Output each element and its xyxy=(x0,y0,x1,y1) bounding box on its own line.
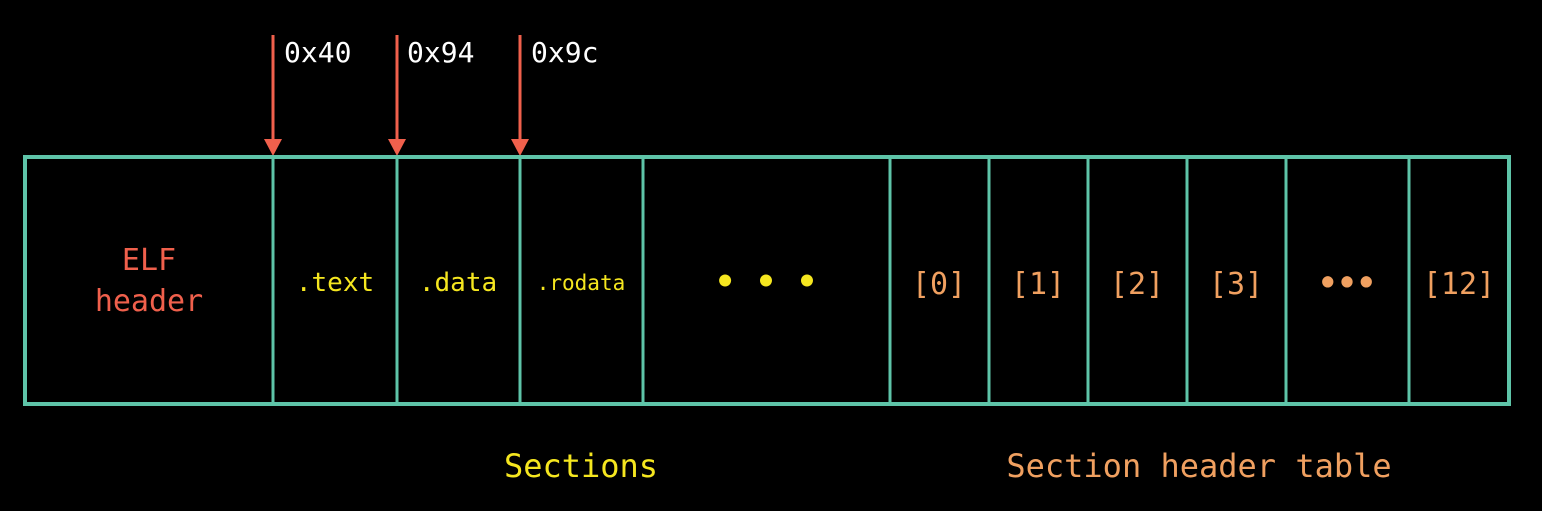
offset-label-data: 0x94 xyxy=(407,36,474,69)
table-ellipsis: ••• xyxy=(1318,264,1376,302)
section-data: .data xyxy=(419,268,497,298)
offset-label-text: 0x40 xyxy=(284,36,351,69)
elf-header-line2: header xyxy=(95,284,203,319)
table-entry-1: [1] xyxy=(1011,267,1065,302)
section-cells: .text .data .rodata • • • xyxy=(296,262,817,302)
offset-arrowhead-rodata xyxy=(511,139,529,156)
file-outline xyxy=(23,155,1511,406)
offset-labels: 0x40 0x94 0x9c xyxy=(284,36,598,69)
offset-arrowhead-data xyxy=(388,139,406,156)
sections-label: Sections xyxy=(504,447,658,485)
table-entry-3: [3] xyxy=(1209,267,1263,302)
elf-header-cell: ELF header xyxy=(95,243,203,319)
cell-dividers xyxy=(271,157,1411,404)
section-text: .text xyxy=(296,268,374,298)
section-rodata: .rodata xyxy=(537,271,626,295)
table-entry-12: [12] xyxy=(1423,267,1495,302)
offset-arrows xyxy=(264,35,529,156)
sections-ellipsis: • • • xyxy=(715,262,817,302)
offset-label-rodata: 0x9c xyxy=(531,36,598,69)
elf-header-line1: ELF xyxy=(122,243,176,278)
table-entry-2: [2] xyxy=(1110,267,1164,302)
section-header-table-cells: [0] [1] [2] [3] ••• [12] xyxy=(912,264,1495,302)
table-entry-0: [0] xyxy=(912,267,966,302)
section-header-table-label: Section header table xyxy=(1006,447,1391,485)
offset-arrowhead-text xyxy=(264,139,282,156)
